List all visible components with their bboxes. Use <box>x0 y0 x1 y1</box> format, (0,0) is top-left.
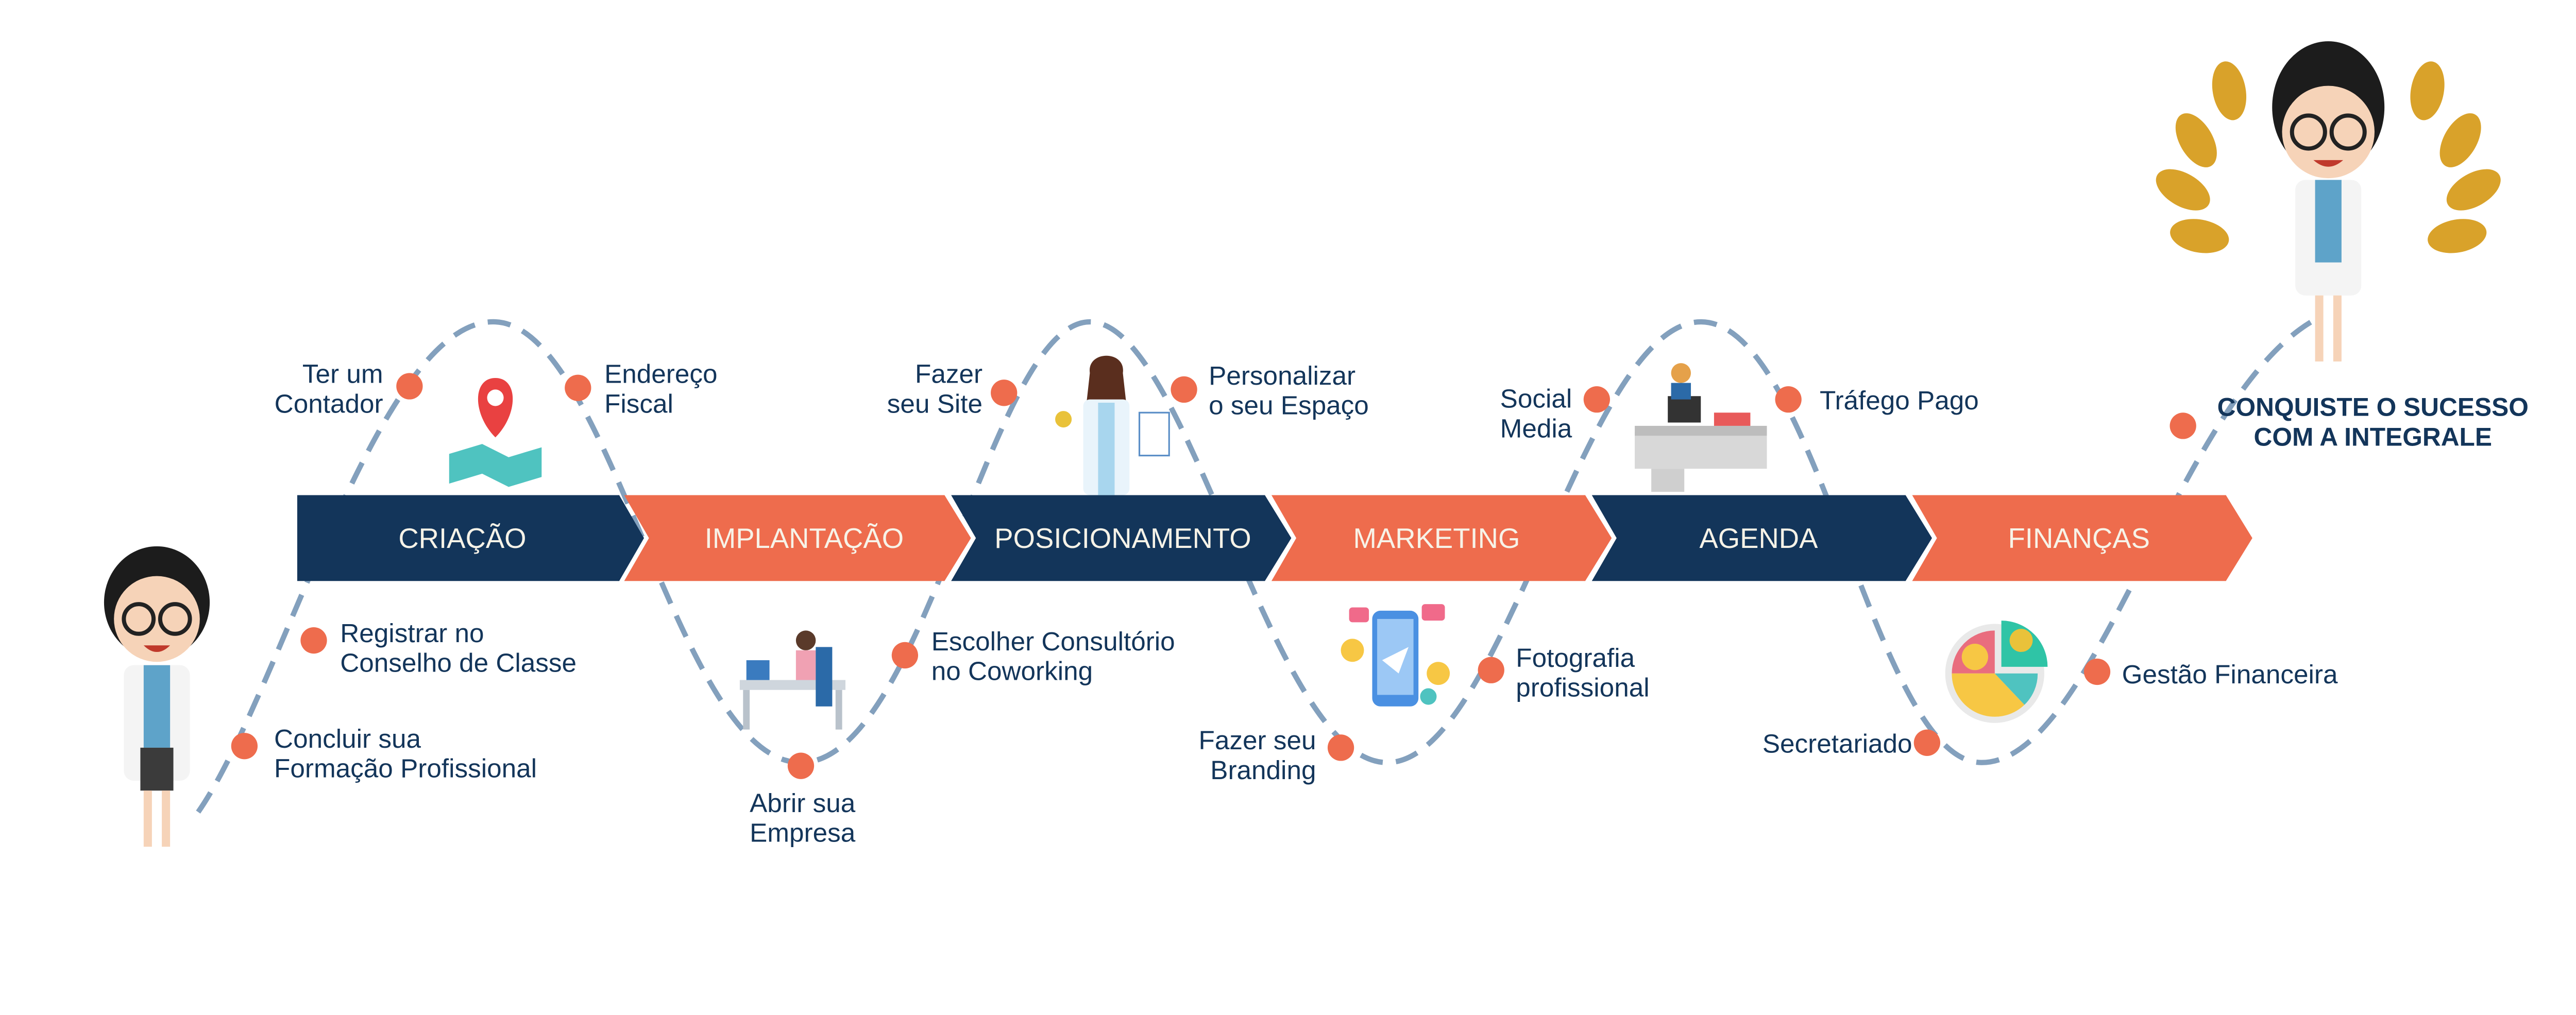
svg-text:POSICIONAMENTO: POSICIONAMENTO <box>994 523 1251 554</box>
step-label: Secretariado <box>1762 729 1912 759</box>
stage-bar: CRIAÇÃO IMPLANTAÇÃO POSICIONAMENTO MARKE… <box>297 495 2252 581</box>
step-dots <box>231 373 2196 779</box>
svg-text:CRIAÇÃO: CRIAÇÃO <box>398 523 526 554</box>
stage-agenda: AGENDA <box>1591 495 1932 581</box>
step-dot <box>787 752 815 779</box>
step-dot <box>565 374 591 401</box>
svg-text:MARKETING: MARKETING <box>1353 523 1520 554</box>
stage-criacao: CRIAÇÃO <box>297 495 645 581</box>
finance-chart-icon <box>1945 621 2048 723</box>
step-label: Gestão Financeira <box>2122 660 2338 689</box>
reception-desk-icon <box>1635 363 1767 492</box>
doctor-avatar-start <box>104 546 210 847</box>
step-dot <box>1327 734 1354 761</box>
step-dot <box>1583 386 1610 413</box>
svg-text:FINANÇAS: FINANÇAS <box>2008 523 2150 554</box>
journey-diagram: CRIAÇÃO IMPLANTAÇÃO POSICIONAMENTO MARKE… <box>104 41 2529 848</box>
step-dot <box>2083 658 2111 685</box>
step-dot <box>1171 376 1197 403</box>
social-media-phone-icon <box>1341 604 1450 707</box>
step-dot <box>300 627 327 654</box>
office-desk-icon <box>739 630 846 730</box>
stage-posicionamento: POSICIONAMENTO <box>951 495 1292 581</box>
map-pin-icon <box>449 377 542 487</box>
stage-marketing: MARKETING <box>1271 495 1612 581</box>
step-dot <box>1913 729 1941 756</box>
svg-text:AGENDA: AGENDA <box>1699 523 1818 554</box>
stage-implantacao: IMPLANTAÇÃO <box>624 495 971 581</box>
step-label: Tráfego Pago <box>1820 386 1979 415</box>
final-dot <box>2170 412 2196 439</box>
step-dot <box>1478 657 1504 683</box>
laurel-trophy-avatar <box>2156 41 2501 362</box>
step-dot <box>1775 386 1802 413</box>
step-dot <box>891 642 919 669</box>
step-dot <box>991 380 1018 406</box>
stage-financas: FINANÇAS <box>1912 495 2252 581</box>
step-dot <box>396 373 423 400</box>
step-dot <box>231 733 258 760</box>
doctor-woman-figure <box>1055 355 1170 495</box>
svg-text:IMPLANTAÇÃO: IMPLANTAÇÃO <box>705 523 904 554</box>
